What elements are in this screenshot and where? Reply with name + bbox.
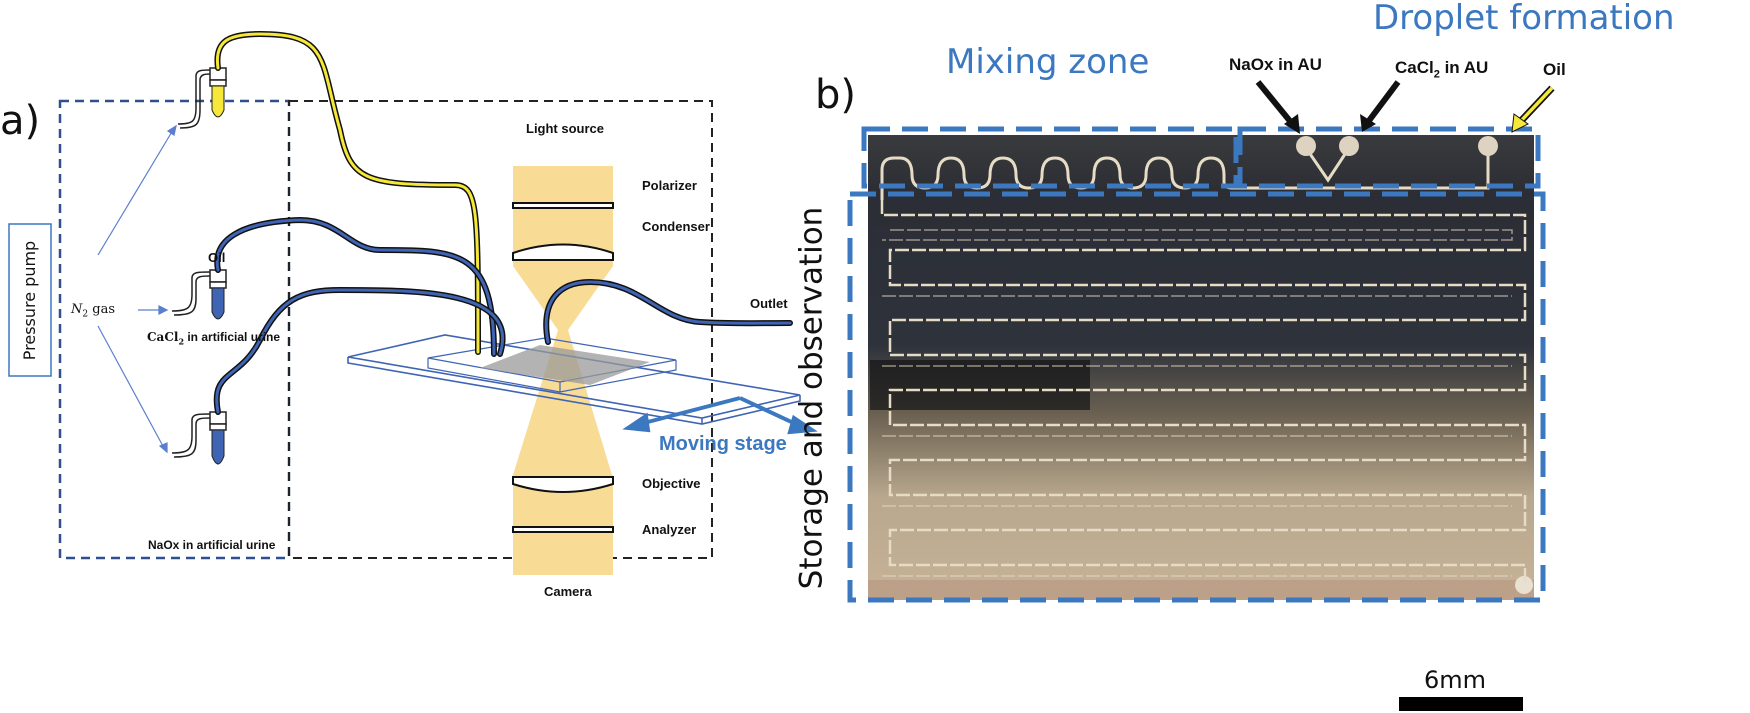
inlet-label-oil: Oil: [1543, 60, 1566, 79]
moving-stage-label: Moving stage: [659, 433, 787, 455]
analyzer: [512, 526, 614, 533]
objective-label: Objective: [642, 476, 701, 491]
condenser: [512, 243, 614, 261]
microscope-box: [288, 100, 713, 559]
oil-vial: [209, 67, 227, 118]
cacl2-reservoir-label: CaCl2 in artificial urine: [147, 330, 280, 346]
gas-text: gas: [88, 302, 115, 317]
mixing-zone-box: [861, 126, 1239, 189]
moving-stage-plate: [347, 334, 801, 425]
scale-bar: [1399, 697, 1523, 711]
zone-boxes: [847, 126, 1546, 603]
polarizer: [512, 202, 614, 209]
gas-arrows: [97, 124, 177, 454]
naox-vial: [209, 411, 227, 465]
droplet-junction-channel: [1304, 147, 1351, 183]
fluid-tubes: [213, 30, 793, 415]
inlet-port-cacl2: [1339, 136, 1359, 156]
n2-symbol: N: [71, 302, 83, 317]
inlet-cacl2-suffix: in AU: [1439, 58, 1489, 77]
droplet-array: [480, 345, 650, 385]
droplet-formation-box: [1237, 126, 1541, 189]
storage-observation-text: Storage and observation: [793, 206, 829, 590]
inlet-arrows: [1255, 80, 1555, 134]
camera-label: Camera: [544, 584, 592, 599]
condenser-label: Condenser: [642, 219, 710, 234]
inlet-port-oil: [1478, 136, 1498, 156]
panel-a-label: a): [0, 98, 41, 144]
inlet-cacl2-prefix: CaCl: [1395, 58, 1434, 77]
oil-reservoir-label: Oil: [208, 250, 226, 265]
inlet-label-naox: NaOx in AU: [1229, 55, 1322, 74]
naox-reservoir-label: NaOx in artificial urine: [148, 538, 276, 552]
moving-stage-arrows: [622, 396, 818, 435]
storage-serpentine-channel: [880, 200, 1527, 585]
objective: [512, 476, 614, 493]
n2-gas-label: N2 gas: [71, 302, 115, 320]
storage-observation-label: Storage and observation: [786, 196, 836, 600]
gas-inlet-tubes: [171, 69, 211, 458]
cacl2-vial: [209, 269, 227, 320]
panel-b-label: b): [815, 72, 856, 118]
outlet-label: Outlet: [750, 296, 788, 311]
cacl2-prefix: CaCl: [147, 330, 179, 344]
mixing-serpentine-channel: [880, 150, 1490, 200]
inlet-port-naox: [1296, 136, 1316, 156]
pressure-pump-label-box: [8, 223, 52, 377]
storage-observation-box: [847, 191, 1546, 603]
outlet-port: [1515, 576, 1533, 594]
inlet-label-cacl2: CaCl2 in AU: [1395, 58, 1488, 80]
mixing-zone-label: Mixing zone: [946, 42, 1150, 82]
scale-bar-label: 6mm: [1424, 666, 1487, 694]
light-source-label: Light source: [526, 121, 605, 136]
inlet-cacl2-sub: 2: [1433, 68, 1440, 81]
analyzer-label: Analyzer: [642, 522, 697, 537]
cacl2-sub: 2: [178, 336, 185, 347]
polarizer-label: Polarizer: [642, 178, 697, 193]
cacl2-suffix: in artificial urine: [184, 330, 281, 344]
droplet-formation-label: Droplet formation: [1373, 0, 1675, 38]
n2-subscript: 2: [82, 309, 89, 320]
